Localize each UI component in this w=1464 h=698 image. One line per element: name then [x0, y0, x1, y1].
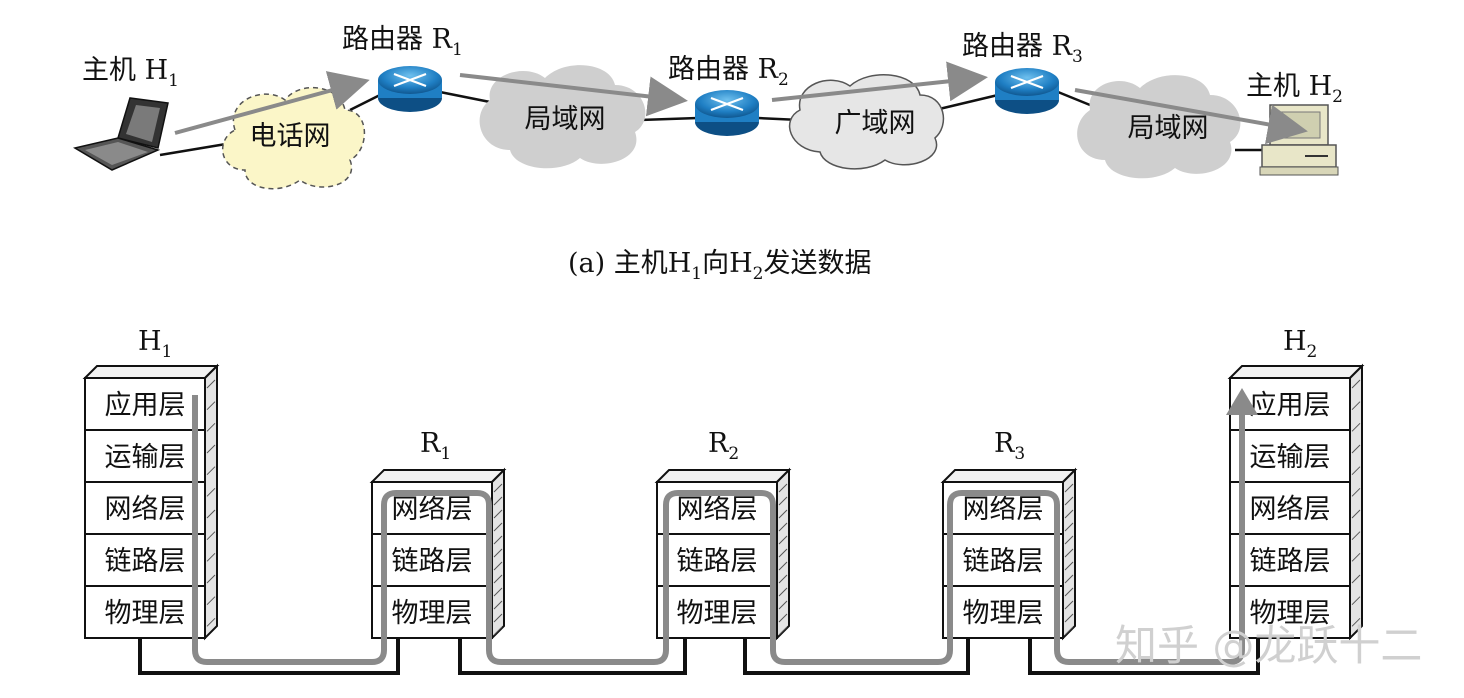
layer-cell [84, 481, 206, 535]
layer-label: 网络层 [963, 494, 1044, 525]
layer-label: 网络层 [392, 494, 473, 525]
router-icon [378, 66, 442, 112]
layer-label: 链路层 [963, 546, 1044, 577]
layer-label: 网络层 [1250, 494, 1331, 525]
stack-title-h1: H1 [138, 326, 172, 362]
watermark: 知乎 @龙跃十二 [1115, 621, 1422, 670]
stack-title-h2: H2 [1283, 326, 1317, 362]
layer-label: 物理层 [1250, 598, 1331, 629]
wan-cloud: 广域网 [789, 74, 945, 170]
router1-label: 路由器 R1 [342, 24, 463, 60]
router2-label: 路由器 R2 [668, 54, 789, 90]
desktop-computer-icon [1259, 104, 1339, 176]
data-path-line [192, 395, 1245, 665]
layer-label: 物理层 [963, 598, 1044, 629]
layer-cell [1229, 481, 1351, 535]
layer-cell [1229, 585, 1351, 639]
stack-title-r1: R1 [420, 428, 451, 464]
phone-network-label: 电话网 [250, 121, 331, 152]
layer-cell [942, 585, 1064, 639]
stack-title-r3: R3 [994, 428, 1025, 464]
router-icon [995, 68, 1059, 114]
layer-cell [942, 533, 1064, 587]
layer-cell [656, 585, 778, 639]
layer-label: 运输层 [1250, 442, 1331, 473]
layer-label: 链路层 [392, 546, 473, 577]
layer-label: 网络层 [105, 494, 186, 525]
layer-label: 应用层 [1250, 390, 1331, 421]
data-flow-arrows [174, 61, 1308, 145]
layer-label: 链路层 [677, 546, 758, 577]
layer-cell [371, 533, 493, 587]
phone-network-cloud: 电话网 [221, 86, 366, 190]
layer-label: 物理层 [105, 598, 186, 629]
host2-label: 主机 H2 [1246, 71, 1343, 107]
laptop-icon [73, 97, 169, 171]
lan1-label: 局域网 [525, 104, 606, 135]
arrow-up-icon [1226, 388, 1258, 415]
figure-caption: (a) 主机H1向H2发送数据 [568, 248, 872, 284]
layer-label: 链路层 [105, 546, 186, 577]
physical-link-wire [138, 638, 1260, 675]
router3-label: 路由器 R3 [962, 31, 1083, 67]
layer-label: 物理层 [677, 598, 758, 629]
layer-stacks: 应用层运输层网络层链路层物理层网络层链路层物理层网络层链路层物理层网络层链路层物… [82, 363, 1365, 641]
layer-label: 应用层 [105, 390, 186, 421]
layer-cell [84, 585, 206, 639]
lan2-cloud: 局域网 [1077, 75, 1241, 179]
layer-cell [84, 533, 206, 587]
layer-cell [84, 429, 206, 483]
lan2-label: 局域网 [1128, 113, 1209, 144]
stack-title-r2: R2 [708, 428, 739, 464]
layer-label: 链路层 [1250, 546, 1331, 577]
layer-label: 网络层 [677, 494, 758, 525]
router-icon [695, 90, 759, 136]
layer-cell [656, 533, 778, 587]
layer-label: 物理层 [392, 598, 473, 629]
host1-label: 主机 H1 [82, 55, 179, 91]
layer-label: 运输层 [105, 442, 186, 473]
wan-label: 广域网 [835, 108, 916, 139]
